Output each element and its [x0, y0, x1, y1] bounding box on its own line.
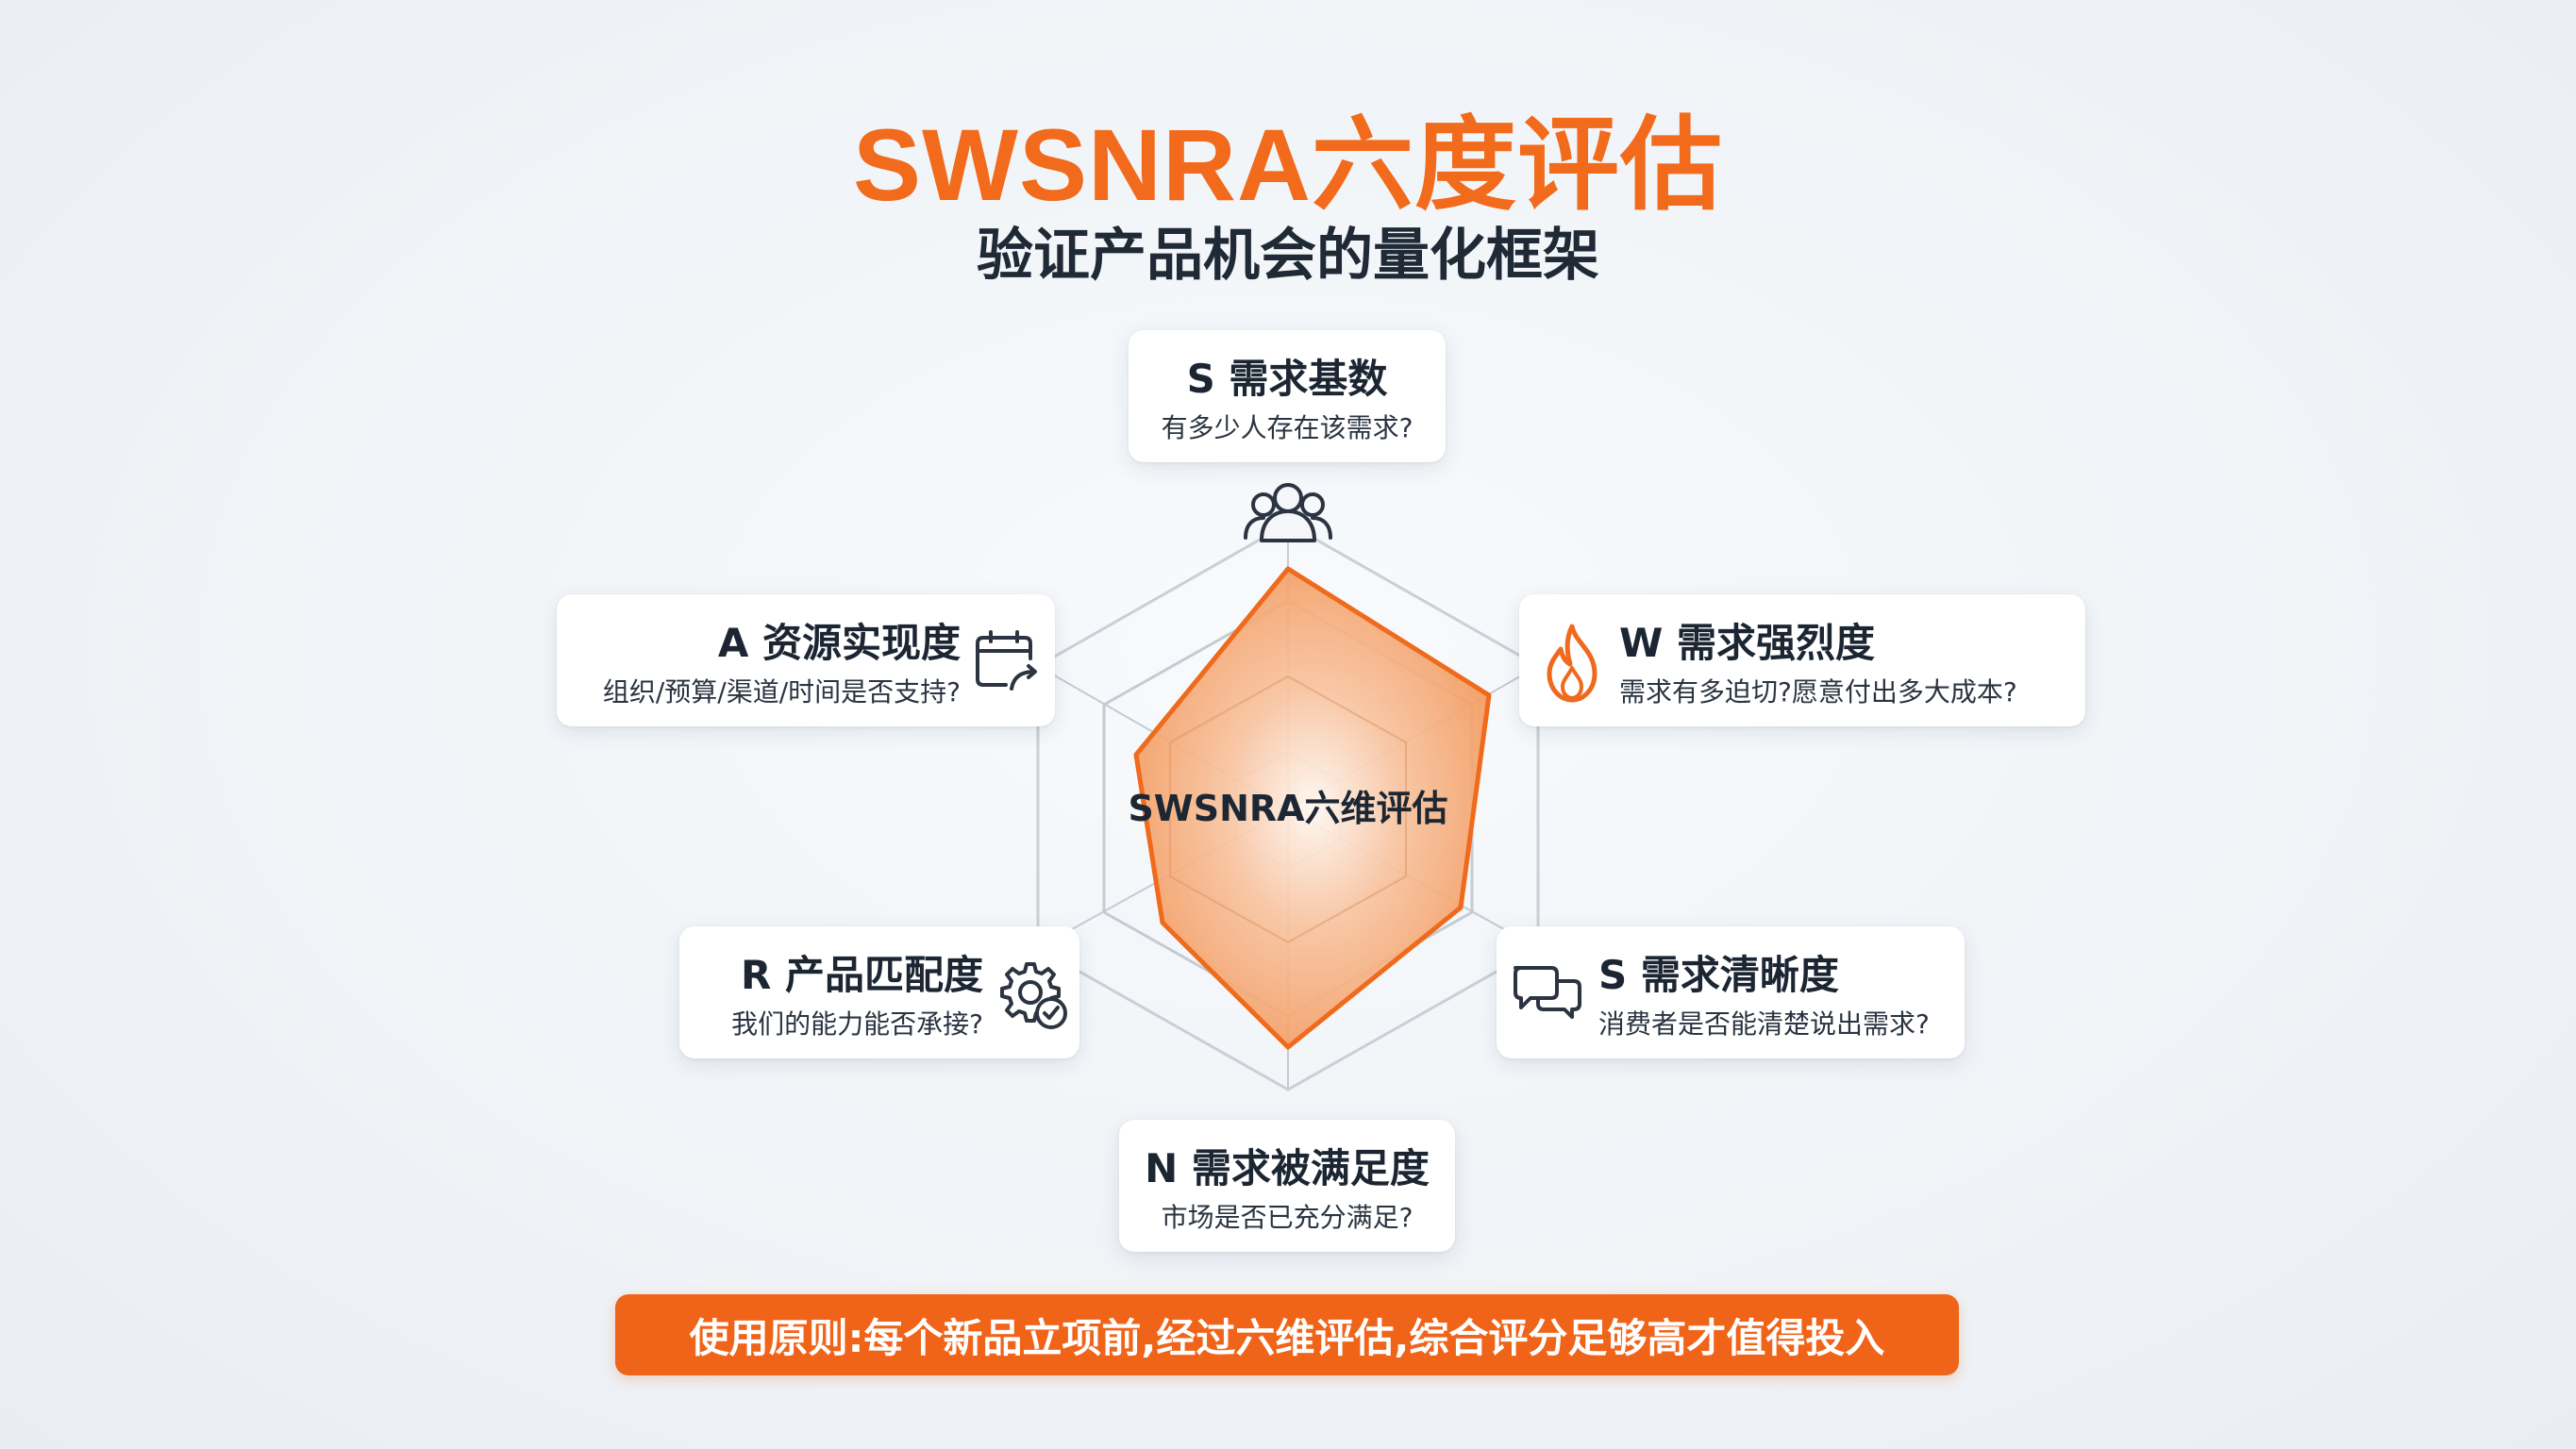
chat-bubbles-icon	[1514, 966, 1581, 1019]
radar-inner-grid	[1169, 675, 1407, 944]
dimension-desc: 有多少人存在该需求?	[1161, 412, 1413, 443]
dimension-card-n-satisfaction: N 需求被满足度 市场是否已充分满足?	[1119, 1120, 1455, 1252]
dimension-desc: 需求有多迫切?愿意付出多大成本?	[1619, 676, 2017, 708]
people-icon	[1244, 483, 1332, 542]
calendar-arrow-icon	[976, 630, 1037, 691]
dimension-card-w-intensity: W 需求强烈度 需求有多迫切?愿意付出多大成本?	[1519, 594, 2085, 726]
dimension-title: W 需求强烈度	[1619, 620, 1875, 666]
page-subtitle: 验证产品机会的量化框架	[977, 223, 1599, 289]
dimension-desc: 消费者是否能清楚说出需求?	[1598, 1008, 1930, 1040]
page-title: SWSNRA六度评估	[853, 108, 1723, 222]
dimension-title: N 需求被满足度	[1145, 1145, 1430, 1191]
dimension-title: R 产品匹配度	[741, 952, 983, 998]
radar-score-polygon	[1133, 566, 1492, 1050]
dimension-desc: 市场是否已充分满足?	[1161, 1202, 1413, 1233]
dimension-desc: 组织/预算/渠道/时间是否支持?	[602, 676, 961, 708]
dimension-title: S 需求清晰度	[1598, 952, 1839, 998]
gear-check-icon	[1000, 962, 1067, 1029]
radar-center-label: SWSNRA六维评估	[1128, 788, 1447, 829]
dimension-card-s-base: S 需求基数 有多少人存在该需求?	[1129, 330, 1446, 462]
flame-icon	[1547, 624, 1597, 703]
dimension-card-r-fit: R 产品匹配度 我们的能力能否承接?	[679, 926, 1079, 1058]
usage-principle-banner: 使用原则:每个新品立项前,经过六维评估,综合评分足够高才值得投入	[615, 1294, 1959, 1375]
dimension-card-a-resource: A 资源实现度 组织/预算/渠道/时间是否支持?	[557, 594, 1055, 726]
dimension-title: A 资源实现度	[717, 620, 961, 666]
dimension-card-s-clarity: S 需求清晰度 消费者是否能清楚说出需求?	[1497, 926, 1965, 1058]
dimension-title: S 需求基数	[1186, 356, 1388, 402]
dimension-desc: 我们的能力能否承接?	[731, 1008, 983, 1040]
